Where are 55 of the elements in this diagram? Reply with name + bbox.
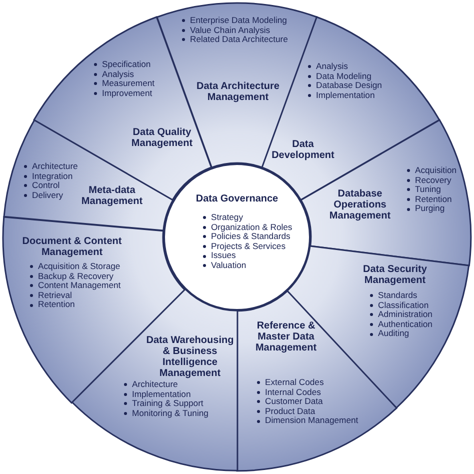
segment-heading: Data Warehousing & Business Intelligence Management (146, 334, 234, 379)
list-item: Projects & Services (211, 242, 286, 252)
list-item: Analysis (316, 62, 348, 72)
list-item: Backup & Recovery (38, 272, 114, 282)
list-item: Retention (38, 300, 75, 310)
list-item: Analysis (102, 70, 134, 80)
segment-heading: Document & Content Management (21, 236, 123, 258)
list-item: Auditing (378, 329, 410, 339)
list-item: Implementation (316, 90, 375, 100)
list-item: Improvement (102, 88, 152, 98)
list-item: Specification (102, 60, 151, 70)
list-item: Control (32, 181, 60, 191)
list-item: Content Management (38, 281, 121, 291)
segment-heading: Data Security Management (362, 264, 428, 286)
list-item: Data Modeling (316, 72, 372, 81)
list-item: Architecture (32, 162, 78, 172)
list-item: Internal Codes (265, 388, 321, 398)
segment-heading: Data Architecture Management (195, 81, 280, 103)
list-item: Measurement (102, 79, 155, 89)
list-item: Related Data Architecture (190, 35, 288, 45)
list-item: Dimension Management (265, 416, 358, 426)
list-item: Customer Data (265, 397, 323, 407)
segment-heading: Database Operations Management (328, 188, 392, 222)
list-item: Administration (378, 310, 432, 320)
list-item: Classification (378, 300, 429, 310)
list-item: Acquisition (414, 166, 457, 176)
list-item: Standards (378, 290, 418, 301)
list-item: Organization & Roles (211, 222, 292, 232)
list-item: Retrieval (38, 290, 72, 300)
segment-heading: Data Development (270, 138, 336, 161)
list-item: Issues (211, 251, 236, 261)
list-item: External Codes (265, 378, 324, 388)
list-item: Policies & Standards (211, 232, 290, 242)
list-item: Valuation (211, 260, 246, 271)
list-item: Delivery (32, 190, 64, 200)
list-item: Recovery (414, 176, 452, 186)
list-item: Product Data (265, 406, 316, 416)
list-item: Monitoring & Tuning (132, 408, 208, 418)
list-item: Tuning (414, 185, 441, 195)
segment-heading: Reference & Master Data Management (254, 320, 318, 354)
list-item: Training & Support (132, 399, 204, 409)
list-item: Strategy (211, 213, 244, 223)
segment-heading: Meta-data Management (80, 185, 144, 207)
list-item: Acquisition & Storage (38, 262, 120, 272)
segment-heading: Data Quality Management (130, 126, 194, 149)
list-item: Architecture (132, 380, 178, 390)
list-item: Integration (32, 172, 73, 181)
segment-heading: Data Governance (194, 194, 280, 204)
list-item: Value Chain Analysis (190, 26, 270, 35)
list-item: Database Design (316, 81, 382, 91)
list-item: Implementation (132, 390, 191, 399)
list-item: Authentication (378, 320, 432, 330)
list-item: Enterprise Data Modeling (190, 16, 287, 26)
list-item: Retention (414, 194, 452, 204)
list-item: Purging (414, 204, 445, 214)
